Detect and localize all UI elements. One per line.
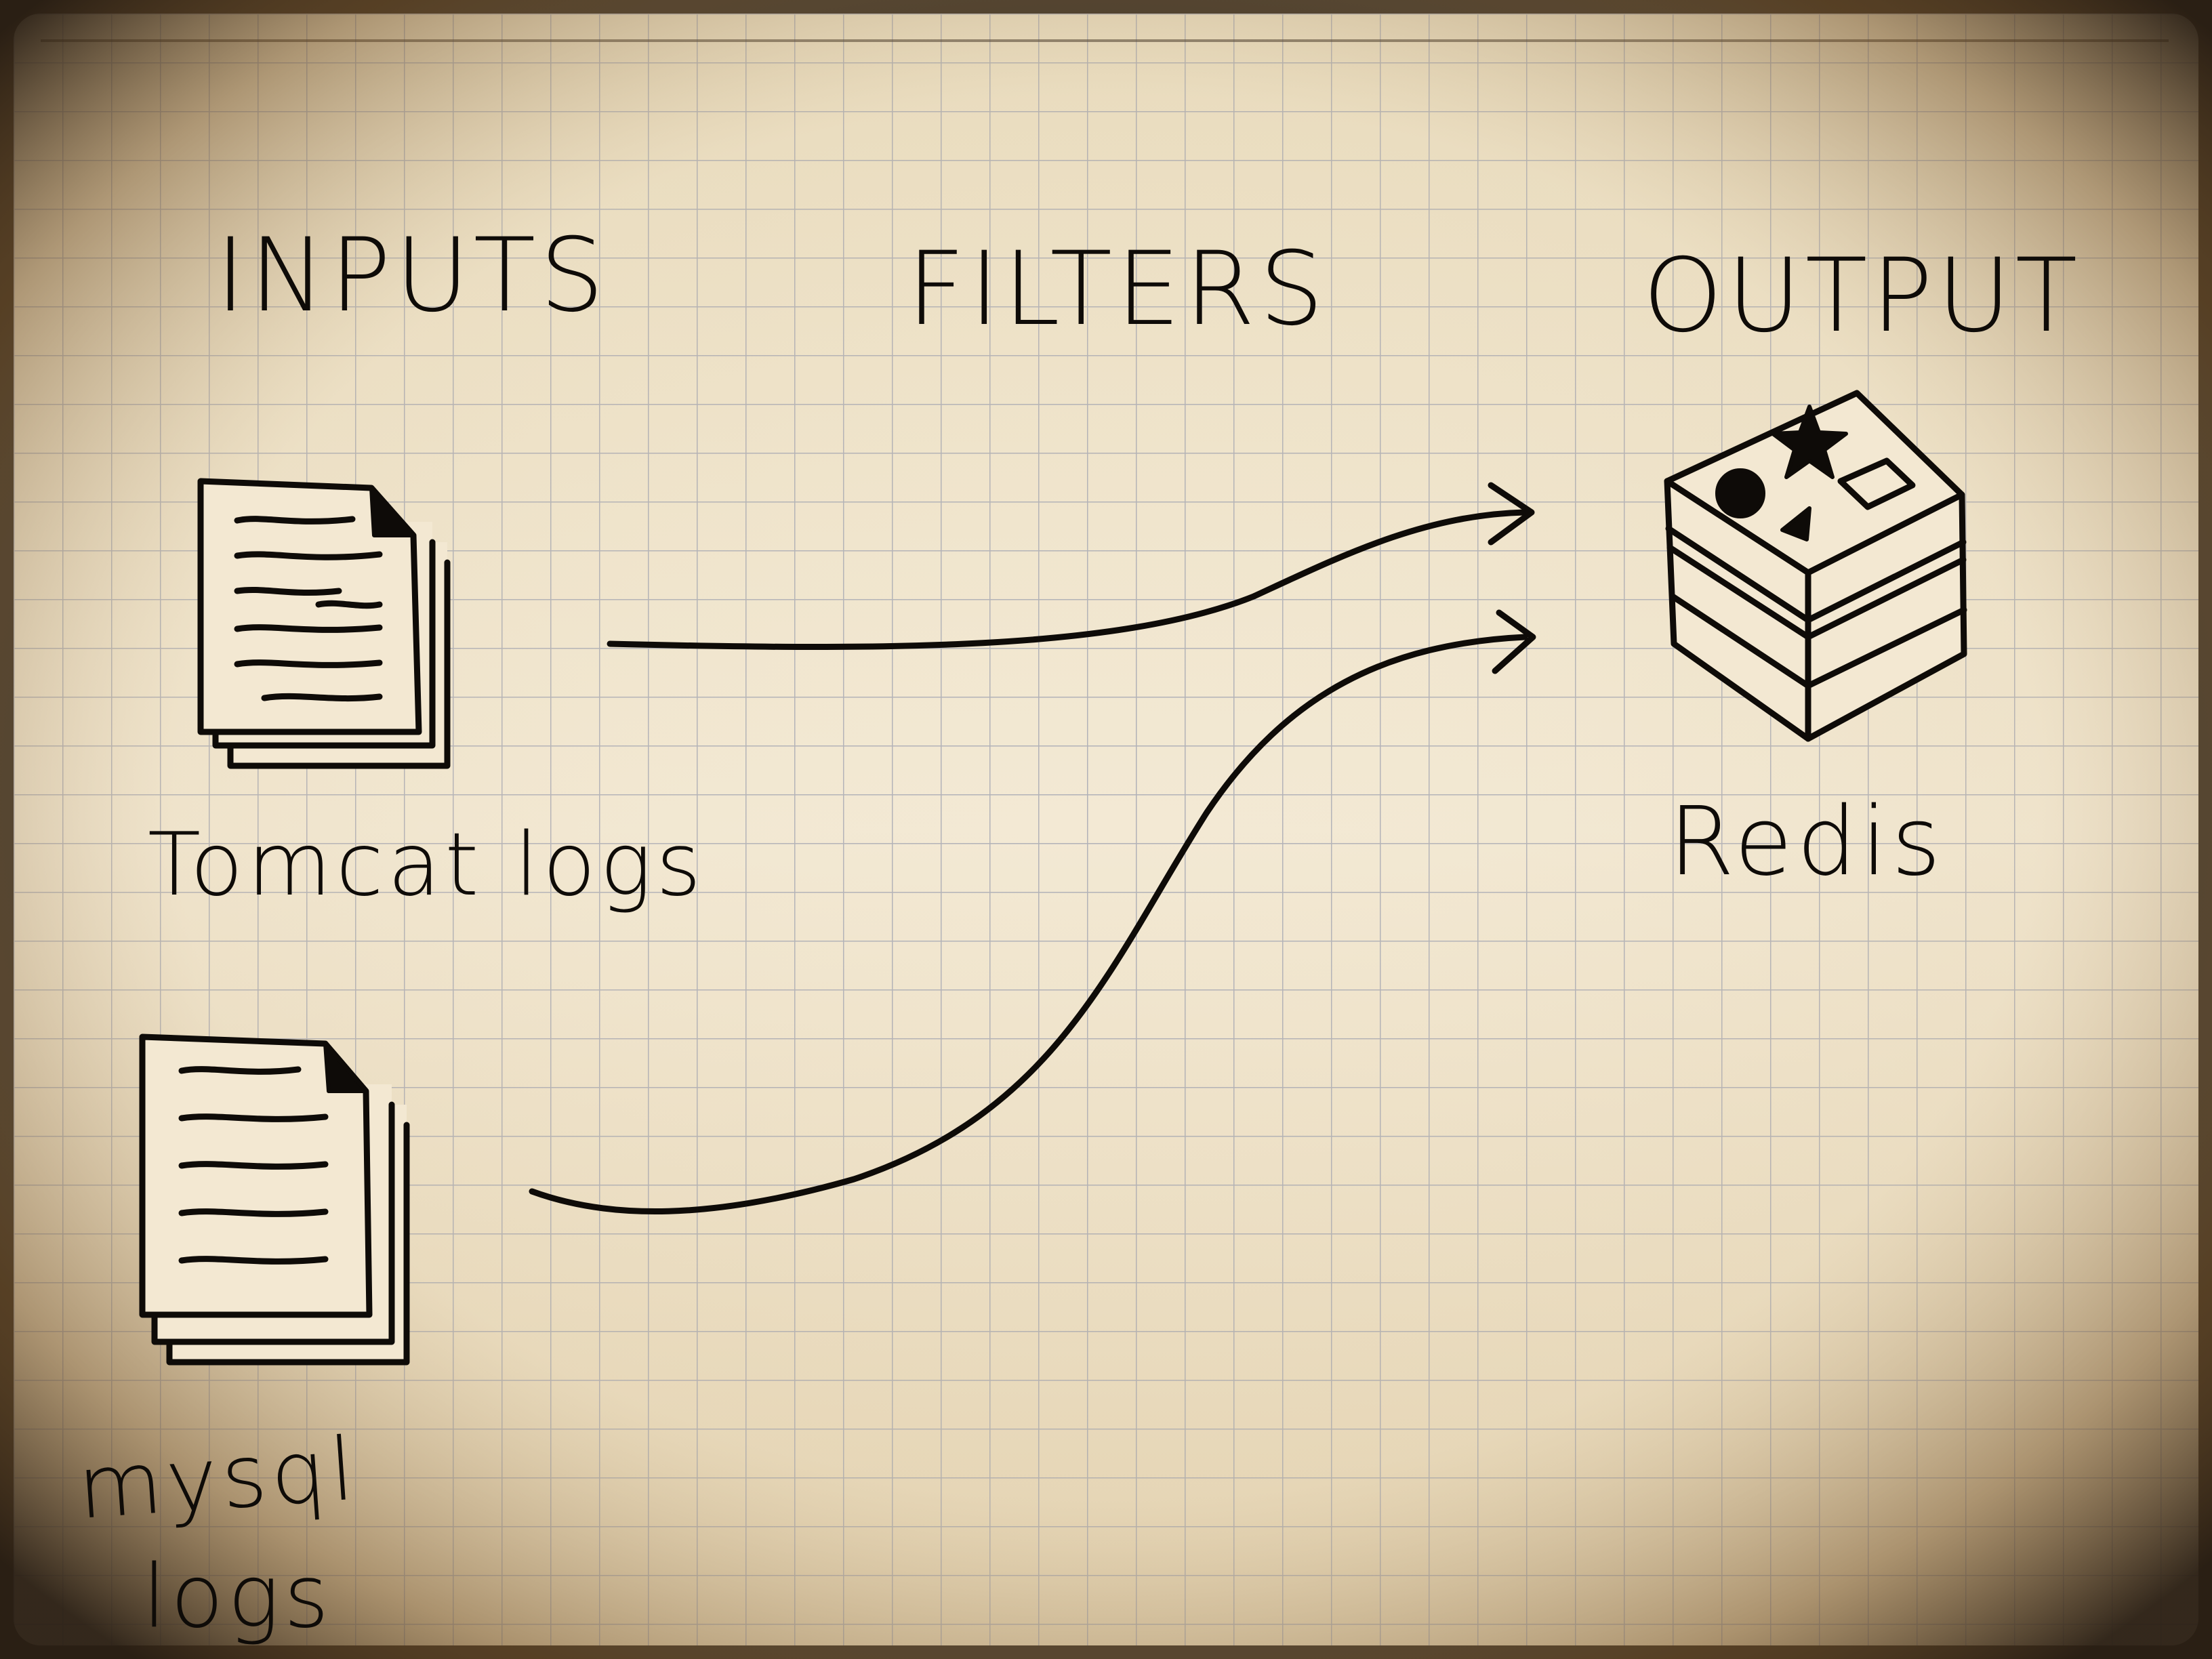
document-stack-icon	[197, 478, 451, 769]
mysql-to-redis-arrow	[529, 609, 1536, 1214]
output-heading: OUTPUT	[1643, 237, 2081, 355]
document-stack-icon	[139, 1033, 410, 1366]
inputs-heading: INPUTS	[216, 217, 609, 335]
mysql-label: mysql	[75, 1418, 361, 1539]
redis-label: Redis	[1668, 787, 1945, 897]
filters-heading: FILTERS	[907, 230, 1328, 348]
tomcat-to-redis-arrow	[607, 482, 1535, 651]
redis-cube-icon	[1664, 390, 1967, 742]
tomcat-logs-label: Tomcat logs	[148, 815, 705, 916]
logs-label: logs	[142, 1547, 333, 1647]
